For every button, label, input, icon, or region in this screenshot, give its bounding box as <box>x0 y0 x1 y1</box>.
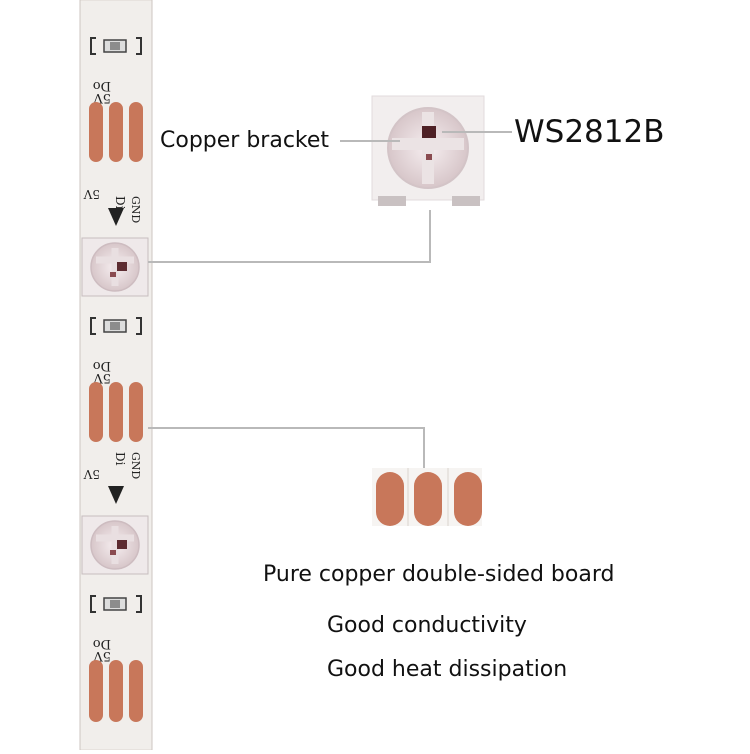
resistor-marking <box>90 37 142 55</box>
copper-bracket-label: Copper bracket <box>160 128 330 153</box>
svg-text:Do: Do <box>93 78 111 93</box>
direction-arrow <box>108 208 124 226</box>
resistor-marking <box>90 595 142 613</box>
copper-board-closeup <box>372 468 482 526</box>
svg-text:5V: 5V <box>93 90 111 105</box>
svg-text:GND: GND <box>129 196 142 223</box>
strip-segment-1: Do 5V GND Di 5V <box>83 37 143 226</box>
svg-text:5V: 5V <box>83 187 100 201</box>
resistor-marking <box>90 317 142 335</box>
leader-line-led <box>148 210 431 263</box>
led-strip: Do 5V GND Di 5V <box>79 0 153 751</box>
svg-text:Do: Do <box>93 358 111 373</box>
leader-lines <box>148 131 512 468</box>
svg-text:GND: GND <box>129 452 142 479</box>
svg-text:Di: Di <box>113 196 127 210</box>
svg-text:5V: 5V <box>93 370 111 385</box>
svg-text:Do: Do <box>93 636 111 651</box>
copper-pads <box>89 660 143 722</box>
svg-text:5V: 5V <box>93 648 111 663</box>
gnd-di-5v-marking: GND Di 5V <box>83 187 142 223</box>
strip-segment-3: Do 5V <box>89 595 143 722</box>
copper-pads <box>89 102 143 162</box>
conductivity-label: Good conductivity <box>327 613 527 638</box>
leader-line-pads <box>148 427 425 468</box>
board-label: Pure copper double-sided board <box>263 562 615 587</box>
strip-led-1 <box>81 237 149 297</box>
do-5v-marking: Do 5V <box>93 78 111 105</box>
heat-dissipation-label: Good heat dissipation <box>327 657 568 682</box>
do-5v-marking: Do 5V <box>93 358 111 385</box>
strip-segment-2: Do 5V GND Di 5V <box>83 317 143 504</box>
direction-arrow <box>108 486 124 504</box>
svg-text:5V: 5V <box>83 467 100 481</box>
strip-led-2 <box>81 515 149 575</box>
chip-model-label: WS2812B <box>514 114 665 150</box>
do-5v-marking: Do 5V <box>93 636 111 663</box>
svg-text:Di: Di <box>113 452 127 466</box>
gnd-di-5v-marking: GND Di 5V <box>83 452 142 481</box>
copper-pads <box>89 382 143 442</box>
led-chip-closeup <box>371 95 485 206</box>
